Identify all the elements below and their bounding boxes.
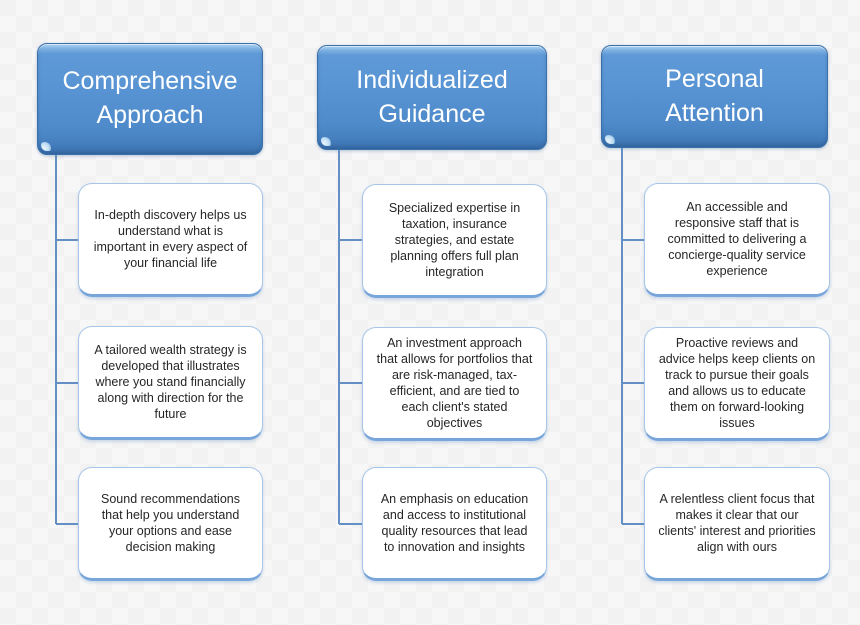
child-box: An emphasis on education and access to i… <box>362 467 547 581</box>
child-text: An investment approach that allows for p… <box>376 336 533 430</box>
child-box: A relentless client focus that makes it … <box>644 467 830 581</box>
child-text: Sound recommendations that help you unde… <box>101 492 240 554</box>
connector-horizontal <box>622 523 644 525</box>
child-box: A tailored wealth strategy is developed … <box>78 326 263 440</box>
child-box: An investment approach that allows for p… <box>362 327 547 441</box>
header-box-individualized-guidance: Individualized Guidance <box>317 45 547 150</box>
connector-vertical <box>55 155 57 524</box>
header-corner-glint <box>605 135 615 144</box>
header-corner-glint <box>41 142 51 151</box>
connector-horizontal <box>339 523 362 525</box>
connector-horizontal <box>56 523 78 525</box>
child-box: In-depth discovery helps us understand w… <box>78 183 263 297</box>
child-text: A relentless client focus that makes it … <box>658 492 816 554</box>
child-text: Specialized expertise in taxation, insur… <box>388 201 521 279</box>
connector-horizontal <box>56 239 78 241</box>
connector-horizontal <box>622 382 644 384</box>
child-box: Sound recommendations that help you unde… <box>78 467 263 581</box>
connector-horizontal <box>56 382 78 384</box>
child-box: Specialized expertise in taxation, insur… <box>362 184 547 298</box>
header-box-personal-attention: Personal Attention <box>601 45 828 148</box>
connector-vertical <box>621 148 623 524</box>
header-title: Personal Attention <box>665 64 764 127</box>
child-text: A tailored wealth strategy is developed … <box>94 343 247 421</box>
child-box: Proactive reviews and advice helps keep … <box>644 327 830 441</box>
connector-horizontal <box>339 239 362 241</box>
header-corner-glint <box>321 137 331 146</box>
child-text: An accessible and responsive staff that … <box>667 200 807 278</box>
connector-vertical <box>338 150 340 524</box>
connector-horizontal <box>339 382 362 384</box>
child-text: In-depth discovery helps us understand w… <box>93 208 248 270</box>
child-box: An accessible and responsive staff that … <box>644 183 830 297</box>
connector-horizontal <box>622 239 644 241</box>
child-text: Proactive reviews and advice helps keep … <box>658 336 816 430</box>
child-text: An emphasis on education and access to i… <box>380 492 529 554</box>
header-box-comprehensive-approach: Comprehensive Approach <box>37 43 263 155</box>
header-title: Comprehensive Approach <box>62 67 238 129</box>
header-title: Individualized Guidance <box>356 65 508 128</box>
